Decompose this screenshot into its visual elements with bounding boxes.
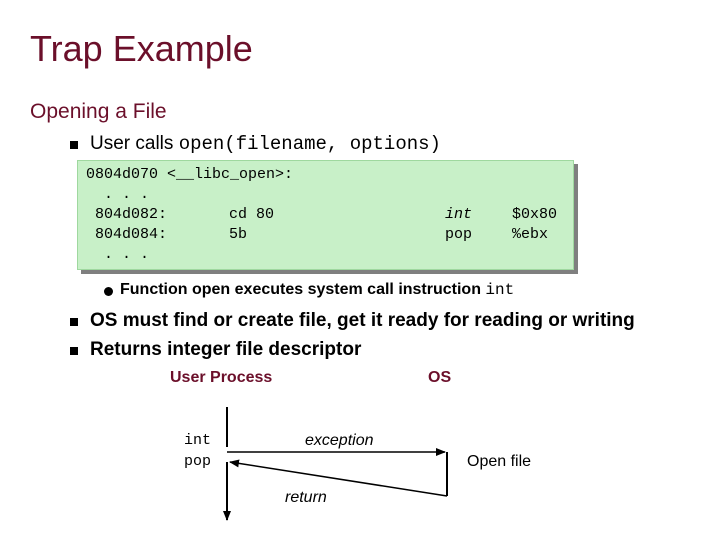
bullet-dot-icon — [104, 287, 113, 296]
code-line-op: int — [445, 206, 473, 223]
bullet-square-icon — [70, 141, 78, 149]
section-subtitle: Opening a File — [30, 100, 167, 123]
code-line-bytes: 5b — [229, 226, 248, 243]
code-line-ellipsis: . . . — [86, 246, 150, 263]
code-listing: 0804d070 <__libc_open>: . . . 804d082: c… — [77, 160, 574, 270]
code-line-arg: $0x80 — [512, 206, 558, 223]
exception-label: exception — [305, 432, 374, 449]
os-label: OS — [428, 369, 452, 386]
int-label: int — [184, 432, 212, 449]
bullet-square-icon — [70, 347, 78, 355]
return-arrow — [229, 459, 448, 497]
page-title: Trap Example — [30, 28, 253, 69]
bullet-text: User calls — [90, 133, 179, 154]
subbullet-text: Function open executes system call instr… — [120, 281, 486, 298]
code-line-addr: 804d084: — [86, 226, 168, 243]
code-line-bytes: cd 80 — [229, 206, 275, 223]
code-line-op: pop — [445, 226, 473, 243]
bullet-os-must-find: OS must find or create file, get it read… — [90, 310, 635, 331]
code-line-arg: %ebx — [512, 226, 549, 243]
subbullet-code: int — [485, 281, 515, 299]
code-line-addr: 804d082: — [86, 206, 168, 223]
subbullet-function-open: Function open executes system call instr… — [120, 281, 514, 299]
bullet-code: open(filename, options) — [178, 133, 441, 155]
open-file-label: Open file — [467, 453, 532, 470]
code-line-label: 0804d070 <__libc_open>: — [86, 166, 294, 183]
bullet-returns-descriptor: Returns integer file descriptor — [90, 339, 362, 360]
user-process-label: User Process — [170, 369, 273, 386]
pop-label: pop — [184, 453, 212, 470]
bullet-user-calls: User calls open(filename, options) — [90, 133, 441, 155]
code-line-ellipsis: . . . — [86, 186, 150, 203]
return-label: return — [285, 489, 327, 506]
bullet-square-icon — [70, 318, 78, 326]
